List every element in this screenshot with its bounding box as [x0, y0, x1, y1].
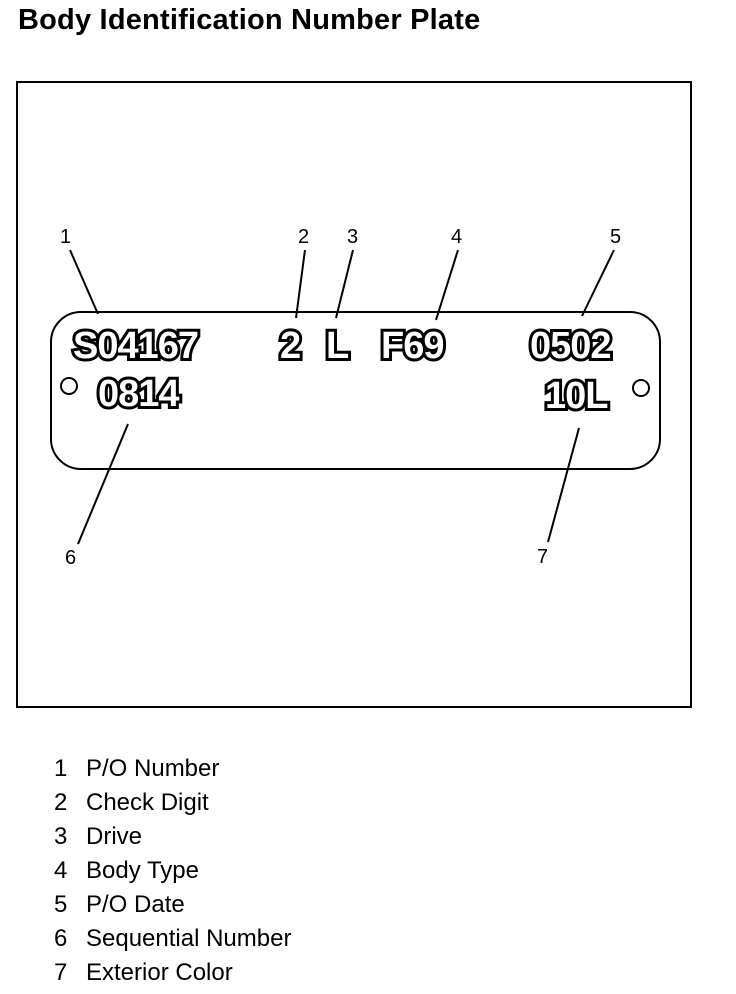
legend-item: 6 Sequential Number: [54, 922, 291, 956]
legend-label: P/O Number: [86, 755, 220, 782]
legend-item: 3 Drive: [54, 820, 291, 854]
leader-line-6: [77, 423, 129, 545]
plate-drive: L: [326, 325, 349, 367]
plate-po-date: 0502: [530, 325, 611, 367]
leader-line-2: [295, 249, 306, 319]
legend-number: 2: [54, 789, 68, 816]
plate-po-number: S04167: [73, 325, 198, 367]
plate-exterior-color: 10L: [545, 375, 608, 417]
leader-line-1: [69, 249, 99, 315]
leader-line-7: [547, 427, 580, 543]
mounting-hole-right: [632, 379, 650, 397]
legend-number: 4: [54, 857, 68, 884]
legend-number: 6: [54, 925, 68, 952]
plate-outline: [50, 311, 661, 470]
callout-1: 1: [60, 226, 71, 248]
legend-item: 1 P/O Number: [54, 752, 291, 786]
callout-2: 2: [298, 226, 309, 248]
callout-5: 5: [610, 226, 621, 248]
legend-label: Body Type: [86, 857, 199, 884]
callout-4: 4: [451, 226, 462, 248]
callout-7: 7: [537, 546, 548, 568]
page-title: Body Identification Number Plate: [18, 4, 481, 36]
mounting-hole-left: [60, 377, 78, 395]
diagram-frame: [16, 81, 692, 708]
plate-body-type: F69: [381, 325, 443, 367]
legend-label: Sequential Number: [86, 925, 292, 952]
callout-3: 3: [347, 226, 358, 248]
plate-check-digit: 2: [280, 325, 300, 367]
leader-line-5: [581, 249, 615, 317]
legend-label: Exterior Color: [86, 959, 233, 986]
legend-number: 5: [54, 891, 68, 918]
legend-label: Check Digit: [86, 789, 209, 816]
legend-number: 3: [54, 823, 68, 850]
legend-item: 4 Body Type: [54, 854, 291, 888]
legend-list: 1 P/O Number 2 Check Digit 3 Drive 4 Body Ty…: [54, 752, 291, 990]
legend-item: 7 Exterior Color: [54, 956, 291, 990]
callout-6: 6: [65, 547, 76, 569]
leader-line-4: [435, 249, 459, 321]
legend-item: 5 P/O Date: [54, 888, 291, 922]
legend-number: 1: [54, 755, 68, 782]
plate-sequential-number: 0814: [98, 373, 179, 415]
legend-label: P/O Date: [86, 891, 185, 918]
leader-line-3: [335, 249, 354, 319]
legend-label: Drive: [86, 823, 143, 850]
legend-item: 2 Check Digit: [54, 786, 291, 820]
legend-number: 7: [54, 959, 68, 986]
